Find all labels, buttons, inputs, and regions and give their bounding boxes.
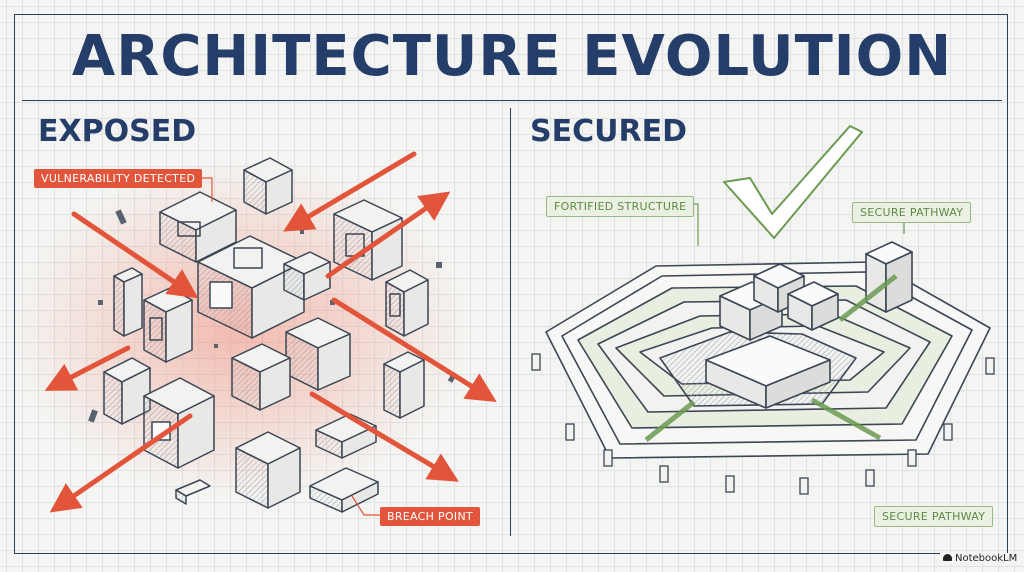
secure-pathway-label-top: SECURE PATHWAY	[852, 202, 972, 223]
block-j	[231, 343, 291, 411]
block-q	[175, 479, 211, 505]
block-k	[103, 357, 151, 425]
title-rule	[22, 100, 1002, 101]
block-n	[383, 351, 425, 419]
block-f	[113, 267, 143, 337]
block-e	[283, 251, 331, 301]
outer-frame	[14, 14, 1008, 554]
fortified-structure-label: FORTIFIED STRUCTURE	[546, 196, 695, 217]
notebooklm-logo-icon	[943, 554, 952, 561]
page-title: ARCHITECTURE EVOLUTION	[71, 24, 953, 89]
perimeter-posts	[531, 353, 995, 495]
secured-heading: SECURED	[530, 114, 687, 149]
watermark: NotebookLM	[940, 553, 1021, 564]
block-a	[243, 157, 293, 215]
block-p	[309, 467, 379, 513]
fortress	[545, 241, 991, 459]
secure-pathway-label-bottom: SECURE PATHWAY	[874, 506, 994, 527]
block-d	[197, 235, 305, 339]
exposed-heading: EXPOSED	[38, 114, 197, 149]
vulnerability-detected-label: VULNERABILITY DETECTED	[34, 169, 203, 188]
secure-pathways	[644, 274, 898, 442]
block-g	[143, 287, 193, 363]
checkmark-icon	[723, 125, 863, 239]
block-m	[235, 431, 301, 509]
block-i	[285, 317, 351, 391]
attack-arrows	[44, 151, 497, 513]
block-h	[385, 269, 429, 337]
watermark-text: NotebookLM	[955, 553, 1018, 564]
block-b	[159, 191, 237, 263]
panel-divider	[510, 108, 511, 536]
breach-point-label: BREACH POINT	[380, 507, 481, 526]
